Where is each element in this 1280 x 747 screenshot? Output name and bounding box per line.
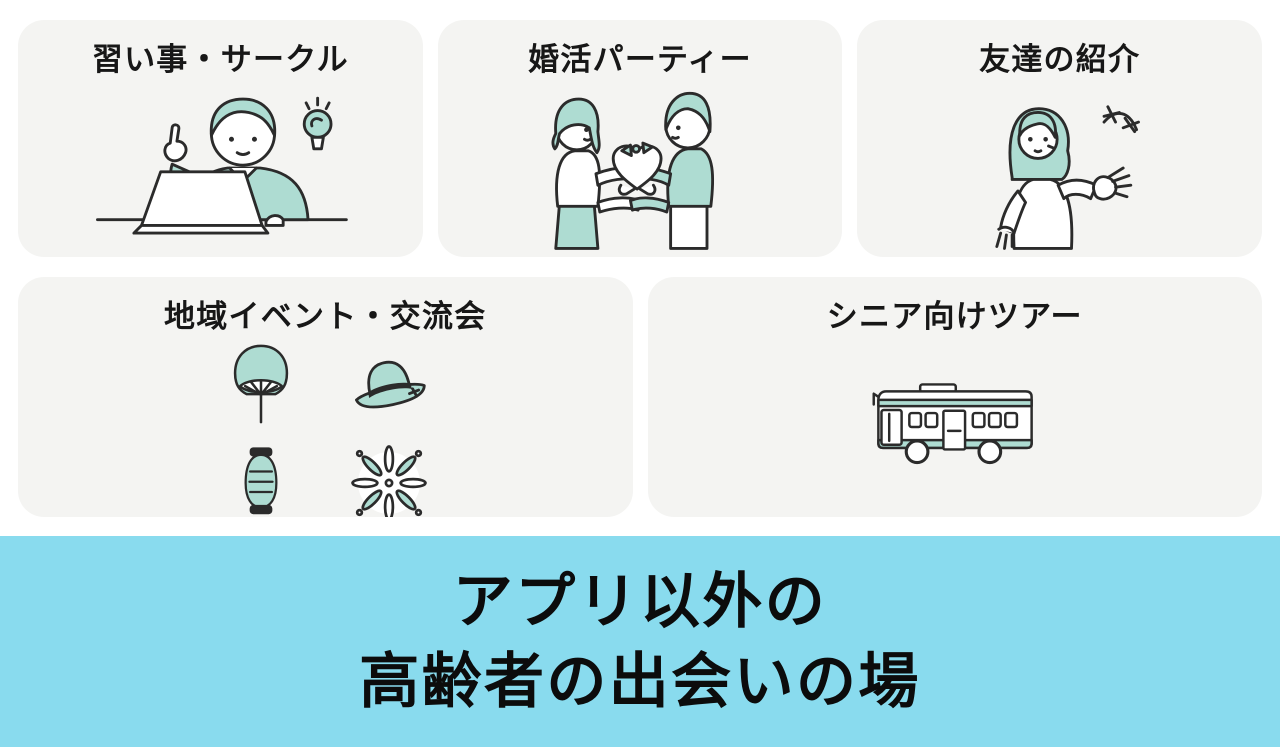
uchiwa-fan-icon	[234, 344, 289, 424]
sun-hat-icon	[355, 360, 426, 409]
banner-line-2: 高齢者の出会いの場	[359, 647, 921, 715]
woman-figure	[995, 107, 1132, 250]
motion-arc-icon	[1102, 105, 1140, 134]
lightbulb-icon	[303, 96, 333, 151]
card-lessons-circles: 習い事・サークル	[18, 20, 423, 257]
lowered-hand-icon	[995, 225, 1016, 250]
card-title-lessons-circles: 習い事・サークル	[91, 42, 349, 77]
couple-heart-gift-svg	[551, 91, 715, 250]
card-konkatsu-party: 婚活パーティー	[437, 20, 843, 257]
banner-line-1: アプリ以外の	[452, 567, 828, 635]
man-at-laptop-svg	[96, 96, 349, 235]
couple-heart-gift-illustration	[438, 79, 843, 257]
heart-gift-icon	[611, 141, 663, 196]
card-title-konkatsu-party: 婚活パーティー	[528, 42, 752, 77]
card-title-local-events: 地域イベント・交流会	[164, 299, 487, 334]
firework-icon	[351, 445, 428, 517]
woman-introducing-illustration	[857, 79, 1262, 257]
card-senior-tours: シニア向けツアー	[647, 277, 1263, 517]
banner: アプリ以外の 高齢者の出会いの場	[0, 536, 1280, 747]
card-local-events: 地域イベント・交流会	[18, 277, 633, 517]
banner-title: アプリ以外の 高齢者の出会いの場	[359, 562, 921, 722]
open-hand-icon	[1091, 166, 1132, 201]
festival-icons-grid	[197, 336, 453, 517]
card-friend-introduction: 友達の紹介	[857, 20, 1263, 257]
paper-lantern-icon	[244, 447, 278, 515]
woman-figure	[551, 97, 642, 250]
top-card-row: 習い事・サークル	[18, 0, 1263, 257]
tour-bus-illustration	[648, 336, 1263, 517]
pointing-hand	[163, 123, 188, 163]
card-title-senior-tours: シニア向けツアー	[826, 299, 1083, 334]
woman-introducing-svg	[995, 105, 1140, 250]
bus-icon	[872, 382, 1033, 464]
card-title-friend-introduction: 友達の紹介	[979, 42, 1141, 77]
laptop-icon	[132, 170, 285, 235]
man-at-laptop-illustration	[18, 79, 423, 257]
bottom-card-row: 地域イベント・交流会	[18, 277, 1262, 517]
